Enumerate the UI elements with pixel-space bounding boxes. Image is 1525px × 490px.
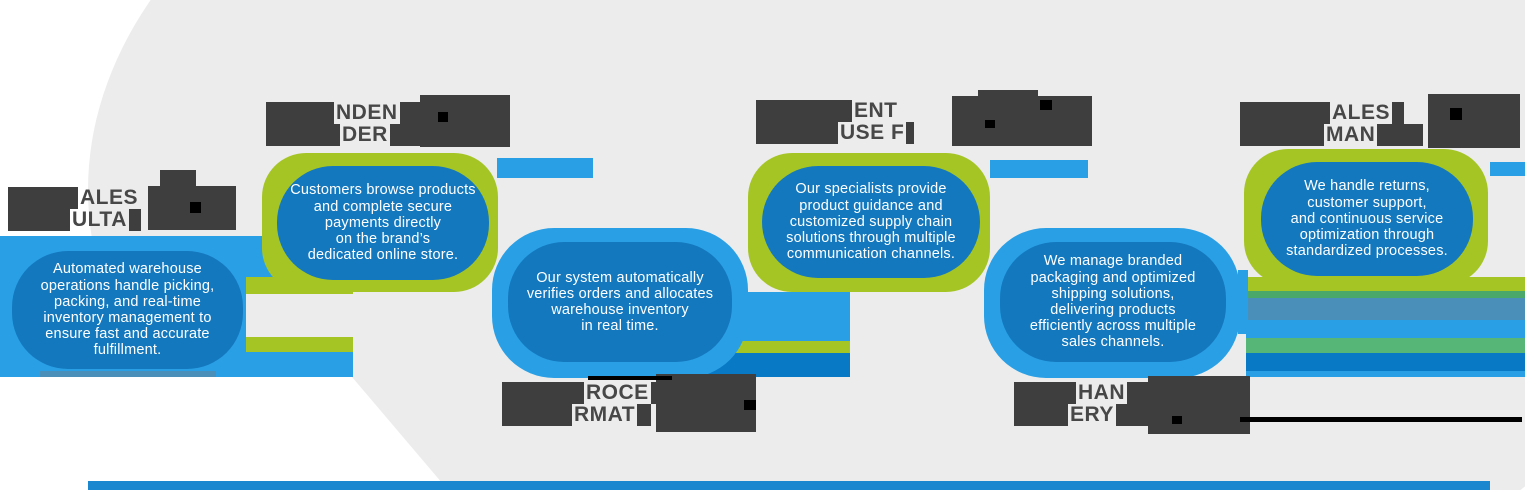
step5-bubble: We manage branded packaging and optimize… xyxy=(1000,242,1226,362)
header-fragment: MAN xyxy=(1326,123,1376,146)
header-fragment: ALES xyxy=(80,186,139,209)
redaction-block xyxy=(1240,102,1330,124)
obscured-icon xyxy=(744,400,756,410)
obscured-icon xyxy=(1148,376,1250,434)
step6-header: ALES MAN xyxy=(1240,101,1424,146)
obscured-icon xyxy=(985,120,995,128)
step3-header: ROCE RMAT xyxy=(502,382,661,426)
obscured-icon xyxy=(1040,100,1052,110)
header-fragment: RMAT xyxy=(574,403,636,426)
step4-header: ENT USE F xyxy=(756,99,915,144)
header-fragment: ROCE xyxy=(586,381,649,404)
step1-bubble: Automated warehouse operations handle pi… xyxy=(12,251,243,369)
redaction-block xyxy=(650,382,661,404)
ribbon-segment xyxy=(246,337,353,353)
obscured-icon xyxy=(952,96,1092,146)
header-fragment: ENT xyxy=(854,99,898,122)
header-fragment: ALES xyxy=(1332,101,1391,124)
obscured-icon xyxy=(1450,108,1462,120)
redaction-block xyxy=(502,404,572,426)
ribbon-segment xyxy=(1246,291,1525,298)
redaction-block xyxy=(756,122,838,144)
redaction-block xyxy=(906,122,915,144)
glitch-bar xyxy=(1240,417,1522,422)
ribbon-segment xyxy=(230,352,353,377)
redaction-block xyxy=(1115,404,1152,426)
redaction-block xyxy=(1240,124,1324,146)
redaction-block xyxy=(8,209,70,231)
ribbon-segment xyxy=(1246,338,1525,353)
obscured-icon xyxy=(656,374,756,432)
header-fragment: USE F xyxy=(840,121,905,144)
redaction-block xyxy=(637,404,652,426)
ribbon-segment xyxy=(1246,298,1525,320)
ribbon-segment xyxy=(497,158,593,178)
redaction-block xyxy=(756,100,852,122)
obscured-icon xyxy=(438,112,448,122)
obscured-icon xyxy=(190,202,201,213)
ribbon-segment xyxy=(40,371,216,377)
glitch-bar xyxy=(588,376,672,380)
bottom-accent-bar xyxy=(88,481,1490,490)
obscured-icon xyxy=(160,170,196,188)
redaction-block xyxy=(502,382,584,404)
obscured-icon xyxy=(1172,416,1182,424)
step4-body: Our specialists provide product guidance… xyxy=(786,181,956,263)
redaction-block xyxy=(1392,102,1405,124)
step6-body: We handle returns, customer support, and… xyxy=(1286,178,1448,260)
redaction-block xyxy=(1377,124,1424,146)
header-fragment: ERY xyxy=(1070,403,1114,426)
ribbon-segment xyxy=(1246,320,1525,338)
step1-header: ALES ULTA xyxy=(8,187,141,231)
header-fragment: HAN xyxy=(1078,381,1125,404)
obscured-icon xyxy=(420,95,510,147)
header-fragment: NDEN xyxy=(336,101,398,124)
redaction-block xyxy=(8,187,78,209)
step5-header: HAN ERY xyxy=(1014,382,1153,426)
redaction-block xyxy=(1127,382,1153,404)
obscured-icon xyxy=(978,90,1038,100)
redaction-block xyxy=(1014,382,1076,404)
ribbon-segment xyxy=(990,160,1088,178)
ribbon-segment xyxy=(1490,162,1525,176)
step1-body: Automated warehouse operations handle pi… xyxy=(40,261,215,359)
redaction-block xyxy=(266,102,334,124)
step5-body: We manage branded packaging and optimize… xyxy=(1029,253,1197,351)
step2-bubble: Customers browse products and complete s… xyxy=(277,166,489,280)
header-fragment: DER xyxy=(342,123,388,146)
header-fragment: ULTA xyxy=(72,208,127,231)
redaction-block xyxy=(266,124,340,146)
step3-body: Our system automatically verifies orders… xyxy=(526,269,714,335)
ribbon-segment xyxy=(1246,353,1525,371)
redaction-block xyxy=(128,209,141,231)
step2-body: Customers browse products and complete s… xyxy=(290,182,476,264)
step3-bubble: Our system automatically verifies orders… xyxy=(508,242,732,362)
ribbon-segment xyxy=(1238,270,1248,334)
redaction-block xyxy=(1014,404,1068,426)
ribbon-segment xyxy=(1246,371,1525,377)
step6-bubble: We handle returns, customer support, and… xyxy=(1261,162,1473,276)
step4-bubble: Our specialists provide product guidance… xyxy=(762,166,980,278)
obscured-icon xyxy=(1428,94,1520,148)
